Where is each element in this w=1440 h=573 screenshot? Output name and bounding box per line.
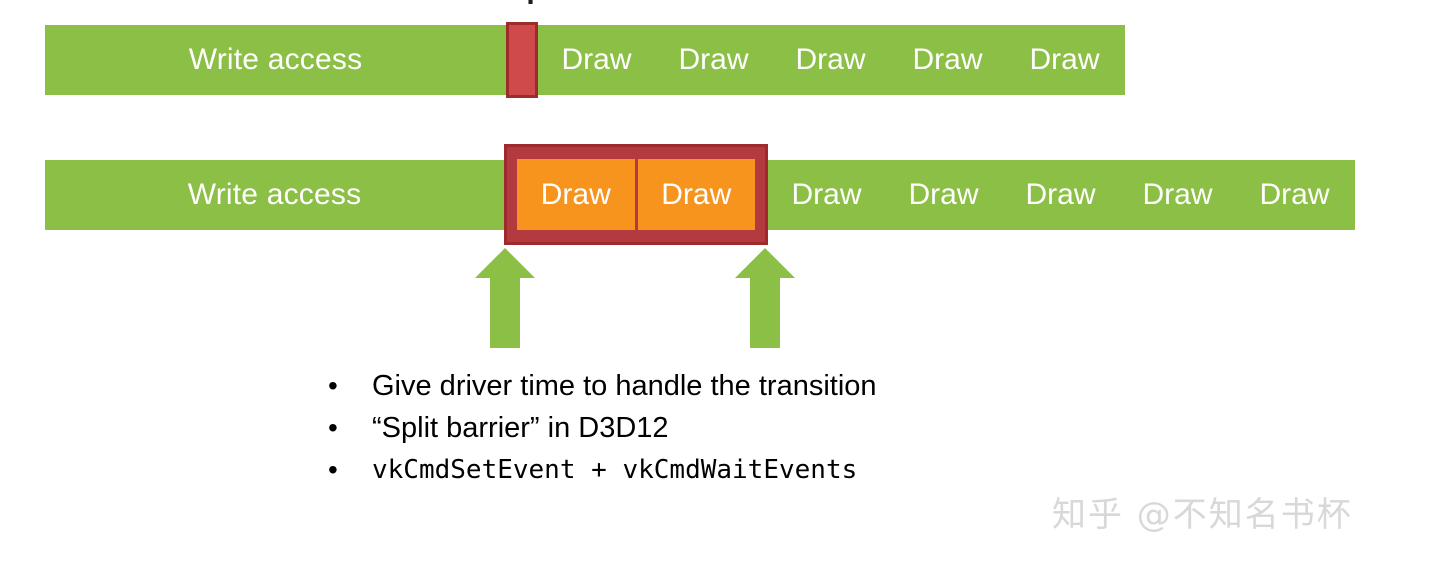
split-barrier-region: Draw Draw — [504, 144, 768, 245]
draw-label: Draw — [795, 43, 866, 76]
draw-label: Draw — [1142, 178, 1213, 211]
list-item: • “Split barrier” in D3D12 — [322, 408, 1062, 448]
bullet-text: Give driver time to handle the transitio… — [372, 370, 877, 402]
watermark: 知乎 @不知名书杯 — [1052, 495, 1353, 535]
bullet-dot-icon: • — [328, 454, 338, 485]
draw-label: Draw — [561, 43, 632, 76]
bullet-dot-icon: • — [328, 370, 338, 401]
timeline-bar-single-barrier: Write access Draw Draw Draw Draw Draw — [45, 25, 1125, 95]
split-barrier-draw-cell: Draw — [637, 159, 755, 230]
bullet-list: • Give driver time to handle the transit… — [322, 366, 1062, 492]
list-item: • Give driver time to handle the transit… — [322, 366, 1062, 406]
draw-label: Draw — [678, 43, 749, 76]
bullet-text: “Split barrier” in D3D12 — [372, 412, 669, 444]
draw-run-bar-two: Draw Draw Draw Draw Draw — [768, 160, 1355, 230]
write-access-label-bar-one: Write access — [188, 43, 363, 76]
draw-label: Draw — [1025, 178, 1096, 211]
full-barrier-marker — [506, 22, 538, 98]
draw-label: Draw — [791, 178, 862, 211]
draw-label: Draw — [908, 178, 979, 211]
list-item: • vkCmdSetEvent + vkCmdWaitEvents — [322, 450, 1062, 490]
write-access-label-bar-two: Write access — [187, 178, 362, 211]
draw-label: Draw — [1029, 43, 1100, 76]
split-barrier-draw-cell: Draw — [517, 159, 635, 230]
draw-label: Draw — [1259, 178, 1330, 211]
draw-label: Draw — [912, 43, 983, 76]
draw-run-bar-one: Draw Draw Draw Draw Draw — [538, 25, 1125, 95]
bullet-dot-icon: • — [328, 412, 338, 443]
set-event-arrow-icon — [475, 248, 535, 348]
wait-events-arrow-icon — [735, 248, 795, 348]
slide-title-partial: Split barrier in Vulkan / D3D12 — [0, 0, 1440, 4]
bullet-text-code: vkCmdSetEvent + vkCmdWaitEvents — [372, 455, 858, 485]
